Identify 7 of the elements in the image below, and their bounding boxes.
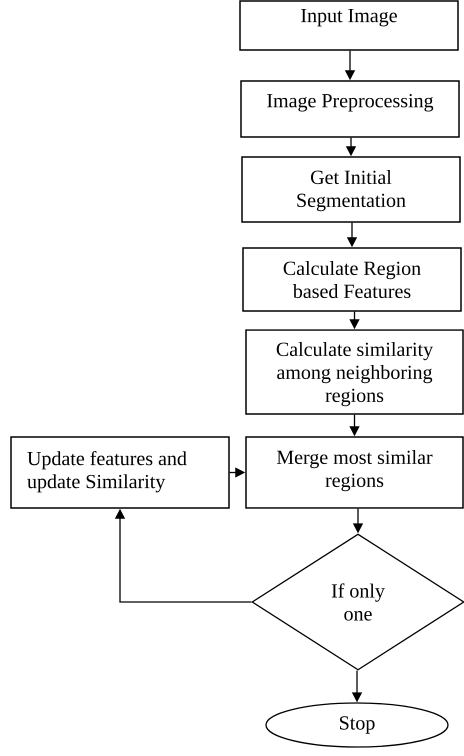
process-box: Image Preprocessing <box>240 80 460 138</box>
process-box: Calculate similarity among neighboring regions <box>245 329 464 415</box>
process-box: Update features and update Similarity <box>10 436 230 509</box>
process-box: Calculate Region based Features <box>242 247 462 312</box>
process-box: Merge most similar regions <box>245 436 464 509</box>
process-box: Get Initial Segmentation <box>241 156 461 223</box>
process-box: Input Image <box>239 0 459 51</box>
